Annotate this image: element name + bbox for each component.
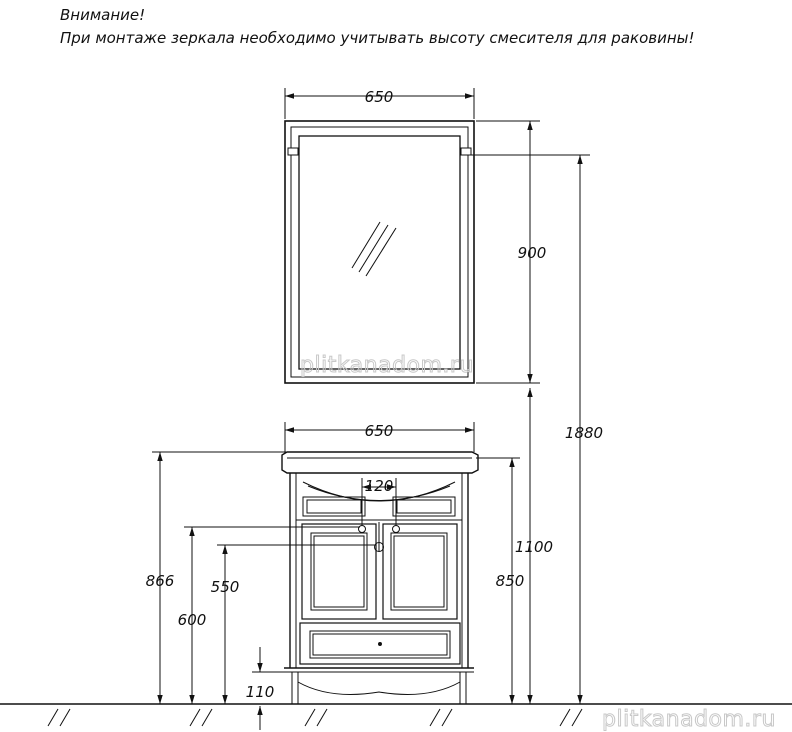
cabinet-width-label: 650 [365,422,394,440]
vanity-cabinet [281,451,479,704]
faucet-spacing-label: 120 [365,477,394,495]
mirror-bottom-height-label: 1100 [515,538,553,556]
height-600-dimension [184,526,360,704]
notice-title: Внимание! [60,6,146,24]
mirror-width-label: 650 [365,88,394,106]
height-550-dimension [217,544,376,704]
mirror-height-label: 900 [518,244,547,262]
cabinet-total-height-label: 866 [146,572,175,590]
mirror [284,120,475,384]
watermark-center: plitkanadom.ru [300,353,474,378]
countertop-height-label: 850 [496,572,525,590]
watermark-corner: plitkanadom.ru [602,707,776,732]
height-600-label: 600 [178,611,207,629]
total-height-dimension [464,154,590,704]
total-height-label: 1880 [565,424,603,442]
floor-line [0,703,792,727]
mirror-width-dimension [284,88,475,119]
countertop-height-dimension [476,457,520,704]
notice: Внимание! При монтаже зеркала необходимо… [60,4,695,50]
notice-text: При монтаже зеркала необходимо учитывать… [60,29,695,47]
cabinet-total-height-dimension [152,451,286,704]
height-550-label: 550 [211,578,240,596]
plinth-height-label: 110 [246,683,275,701]
mirror-height-dimension [476,120,540,384]
faucet-spacing-dimension [361,478,397,526]
plinth-height-dimension [252,647,286,730]
cabinet-width-dimension [284,422,475,452]
